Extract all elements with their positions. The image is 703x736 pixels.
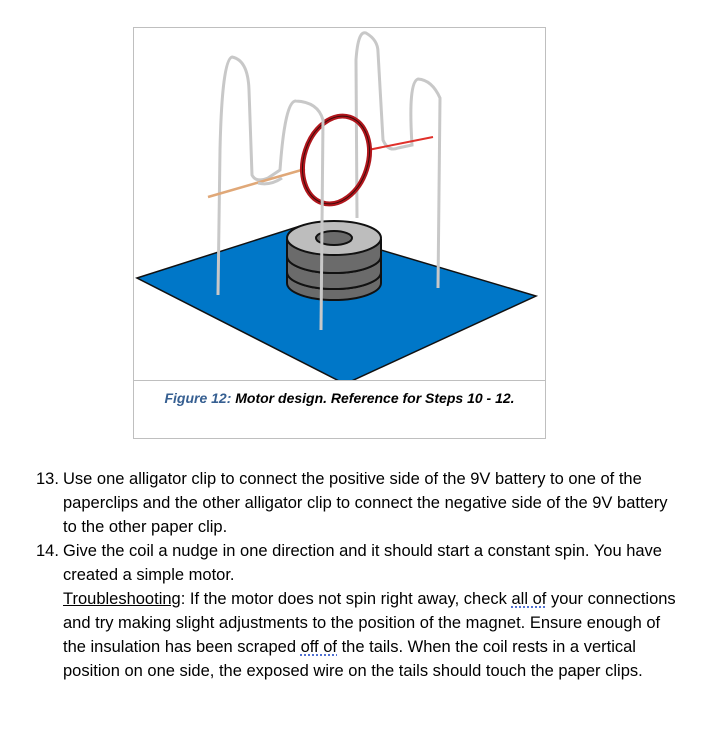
grammar-flag[interactable]: all of (511, 590, 547, 608)
paperclip-right-back (354, 31, 442, 289)
blue-base (135, 225, 539, 380)
paperclip-left-front (319, 119, 325, 331)
coil-wire-right (367, 136, 434, 151)
step-number: 14. (36, 542, 59, 560)
figure-box: Figure 12: Motor design. Reference for S… (133, 27, 546, 439)
magnet-stack (286, 220, 382, 301)
grammar-flag[interactable]: off of (300, 638, 337, 656)
step-text: Use one alligator clip to connect the po… (63, 470, 668, 536)
figure-caption: Figure 12: Motor design. Reference for S… (134, 380, 545, 438)
step-text: Give the coil a nudge in one direction a… (63, 542, 662, 584)
paperclip-left-back (216, 55, 325, 296)
caption-label: Figure 12: (164, 390, 232, 406)
coil (300, 113, 372, 207)
coil-wire-left (207, 167, 306, 199)
step-number: 13. (36, 470, 59, 488)
steps-list: 13. Use one alligator clip to connect th… (0, 467, 703, 683)
troubleshooting-label: Troubleshooting (63, 590, 181, 608)
motor-diagram (135, 31, 539, 380)
caption-text: Motor design. Reference for Steps 10 - 1… (231, 390, 515, 406)
paperclip-left-hook (257, 176, 283, 186)
troubleshooting-text: : If the motor does not spin right away,… (180, 590, 512, 608)
troubleshooting-text: your connections and try making slight a… (63, 590, 676, 656)
step-14: 14. Give the coil a nudge in one directi… (0, 539, 703, 683)
troubleshooting-text: the tails. When the coil rests in a vert… (63, 638, 643, 680)
step-13: 13. Use one alligator clip to connect th… (0, 467, 703, 539)
